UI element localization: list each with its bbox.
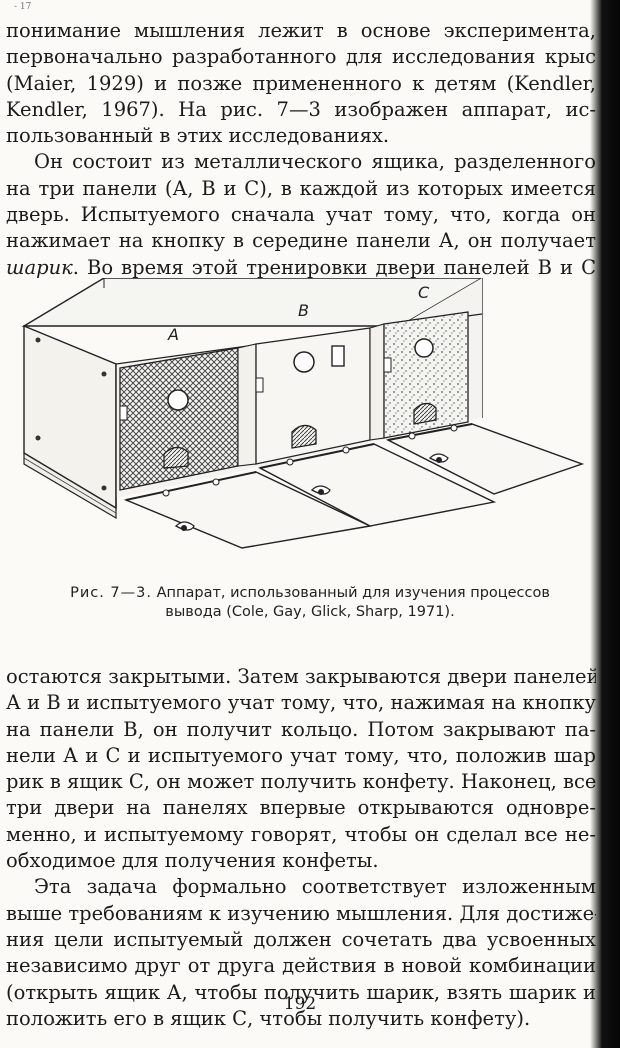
button-b [293, 351, 315, 373]
door-b-opening [291, 424, 317, 449]
door-a-opening [163, 446, 189, 469]
panel-label-c: C [418, 283, 430, 302]
text-line: (открыть ящик А, чтобы получить шарик, в… [6, 980, 596, 1004]
text-line: три двери на панелях впервые открываются… [6, 796, 596, 820]
text-line: остаются закрытыми. Затем закрываются дв… [6, 665, 596, 688]
scan-speck: • [50, 1018, 56, 1029]
button-a [167, 389, 189, 411]
panel-b [255, 327, 371, 465]
open-door-c [385, 423, 585, 495]
open-door-a [123, 471, 373, 549]
door-c-opening [413, 402, 437, 425]
scan-dark-edge [590, 0, 620, 1048]
panel-c [383, 311, 469, 439]
text-line: понимание мышления лежит в основе экспер… [6, 19, 596, 42]
text-block-bottom: остаются закрытыми. Затем закрываются дв… [6, 664, 596, 1032]
text-line: ния цели испытуемый должен сочетать два … [6, 927, 596, 951]
text-line: на три панели (А, В и С), в каждой из ко… [6, 176, 596, 200]
text-line: положить его в ящик С, чтобы получить ко… [6, 1006, 531, 1030]
panel-a [119, 347, 239, 491]
panel-label-a: A [167, 325, 179, 344]
caption-line-2: вывода (Cole, Gay, Glick, Sharp, 1971). [165, 604, 455, 620]
text-line: на панели В, он получит кольцо. Потом за… [6, 717, 596, 741]
text-line: Он состоит из металлического ящика, разд… [34, 150, 596, 174]
text-line: нели А и С и испытуемого учат тому, что,… [6, 743, 596, 767]
caption-label: Рис. 7—3. [70, 585, 152, 601]
text-line: выше требованиям к изучению мышления. Дл… [6, 901, 596, 925]
open-door-b [257, 443, 497, 527]
button-c [414, 338, 434, 358]
figure-caption: Рис. 7—3. Аппарат, использованный для из… [50, 584, 570, 622]
text-line: обходимое для получения конфеты. [6, 849, 379, 873]
text-line: А и В и испытуемого учат тому, что, нажи… [6, 691, 596, 715]
text-line: пользованный в этих исследованиях. [6, 124, 390, 148]
caption-line-1: Аппарат, использованный для изучения про… [156, 585, 550, 601]
panel-label-b: B [298, 301, 309, 320]
text-line: Эта задача формально соответствует излож… [34, 875, 596, 899]
text-line: рик в ящик С, он может получить конфету.… [6, 770, 596, 794]
apparatus-figure: A B C [21, 278, 585, 549]
text-block-top: понимание мышления лежит в основе экспер… [6, 18, 596, 281]
text-line: независимо друг от друга действия в ново… [6, 954, 596, 978]
corner-mark: - 17 [14, 2, 32, 12]
text-line: (Maier, 1929) и позже примененного к дет… [6, 71, 596, 95]
text-line: нажимает на кнопку в середине панели А, … [6, 229, 596, 253]
text-line: дверь. Испытуемого сначала учат тому, чт… [6, 203, 596, 227]
text-line: Kendler, 1967). На рис. 7—3 изображен ап… [6, 97, 596, 121]
text-line: менно, и испытуемому говорят, чтобы он с… [6, 822, 596, 846]
text-line: первоначально разработанного для исследо… [6, 45, 596, 69]
slot-b [331, 345, 345, 367]
page-number: 192 [283, 994, 317, 1014]
text-line-with-italic: шарик. Во время этой тренировки двери па… [6, 255, 596, 279]
